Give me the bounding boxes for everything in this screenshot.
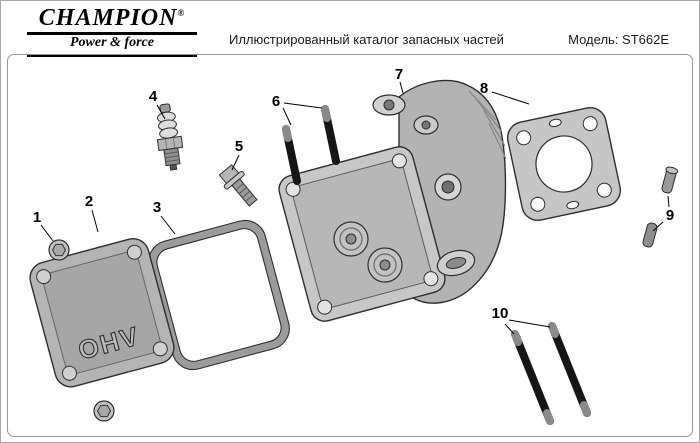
callout-8-leader <box>491 91 530 105</box>
bolt-hex-head <box>96 404 112 418</box>
bolt-hex-head <box>51 243 67 257</box>
callout-10-leader <box>508 319 551 328</box>
callout-9-leader <box>652 221 664 232</box>
part-cover-bolt <box>93 400 115 422</box>
gasket-passage-hole <box>566 200 580 210</box>
callout-9-leader <box>667 195 670 208</box>
gasket-bolt-hole <box>596 182 612 198</box>
page-title: Иллюстрированный каталог запасных частей <box>229 32 504 47</box>
brand-logo: CHAMPION® Power & force <box>27 5 197 57</box>
callout-5: 5 <box>235 138 243 155</box>
flange-bolt-hole <box>423 271 439 287</box>
part-cover-bolt <box>48 239 70 261</box>
rocker-stud-tip <box>383 99 395 111</box>
callout-3-leader <box>160 215 176 235</box>
callout-9: 9 <box>666 207 674 224</box>
part-stud-long <box>548 322 591 417</box>
gasket-passage-hole <box>548 118 562 128</box>
callout-10-leader <box>504 323 515 335</box>
part-dowel-pin <box>661 166 679 194</box>
gasket-bolt-hole <box>530 196 546 212</box>
callout-6-leader <box>282 107 292 126</box>
callout-4: 4 <box>149 88 158 105</box>
callout-10: 10 <box>492 305 509 322</box>
cover-bolt-boss <box>126 244 142 260</box>
spark-plug-hex <box>156 135 184 152</box>
part-dowel-pin <box>642 222 658 248</box>
brand-text: CHAMPION <box>38 5 178 31</box>
spark-plug-port-hole <box>441 180 455 194</box>
part-valve-cover: OHV <box>29 238 175 388</box>
cover-bolt-boss <box>62 365 78 381</box>
callout-2-leader <box>91 209 99 233</box>
rocker-stud-tip <box>421 120 431 130</box>
callout-7: 7 <box>395 66 403 83</box>
bolt-shaft <box>231 178 258 207</box>
gasket-bolt-hole <box>516 130 532 146</box>
callout-6-leader <box>283 102 323 109</box>
cover-bolt-boss <box>36 269 52 285</box>
cover-bolt-boss <box>152 341 168 357</box>
cooling-fins <box>468 90 507 160</box>
model-label: Модель: ST662E <box>568 32 669 47</box>
diagram-frame <box>7 54 693 437</box>
valve-springs <box>333 221 403 283</box>
brand-name: CHAMPION® <box>27 5 197 36</box>
callout-1-leader <box>40 224 54 242</box>
part-stud-long <box>511 330 554 425</box>
exhaust-port <box>436 249 476 277</box>
callout-8: 8 <box>480 80 488 97</box>
callout-4-leader <box>156 104 166 120</box>
callout-2: 2 <box>85 193 93 210</box>
brand-tagline: Power & force <box>27 35 197 57</box>
part-stud-short <box>321 105 340 165</box>
part-flange-bolt <box>218 164 258 207</box>
spark-plug-electrode <box>169 163 178 171</box>
callout-1: 1 <box>33 209 41 226</box>
registered-mark: ® <box>177 8 186 18</box>
callout-7-leader <box>399 81 404 94</box>
part-head-gasket <box>506 106 622 222</box>
gasket-bolt-hole <box>582 116 598 132</box>
gasket-bore-hole <box>535 135 593 193</box>
flange-bolt-hole <box>285 181 301 197</box>
callout-3: 3 <box>153 199 161 216</box>
flange-bolt-hole <box>391 153 407 169</box>
callout-6: 6 <box>272 93 280 110</box>
callout-5-leader <box>231 154 240 171</box>
part-spark-plug <box>156 103 184 171</box>
part-stud-short <box>282 125 301 185</box>
part-cylinder-head <box>278 79 507 322</box>
flange-bolt-hole <box>317 299 333 315</box>
